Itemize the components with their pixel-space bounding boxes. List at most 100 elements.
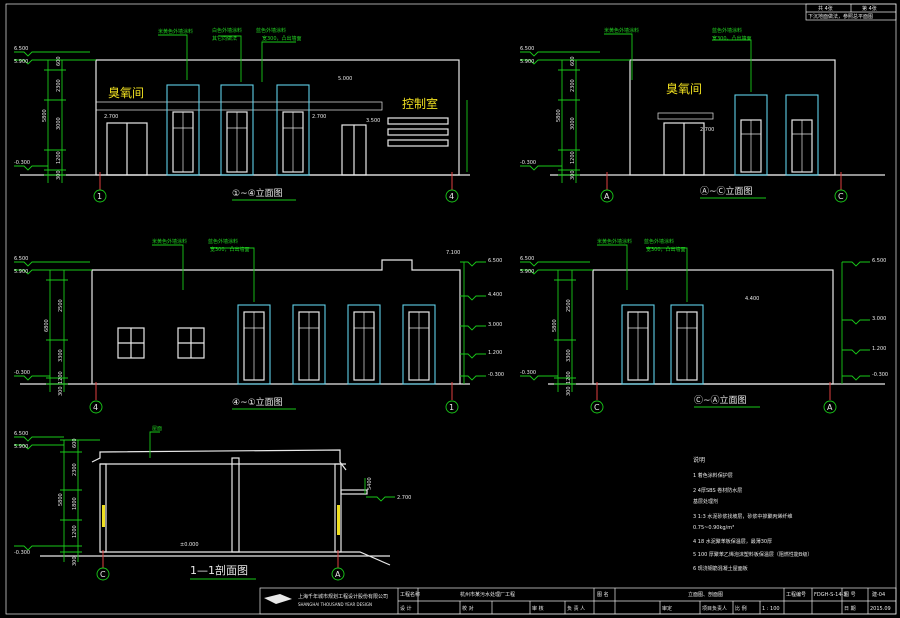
axis-label: C [594,403,600,412]
level-mark: 5.900 [520,59,534,65]
header-cell-1: 共 4张 [818,5,833,12]
drawing-title: Ⓐ~Ⓒ立面图 [700,185,753,197]
axis-label: C [100,570,106,579]
level-mark: 6.500 [488,258,502,264]
title-block: 上海千年城市规划工程设计股份有限公司 SHANGHAI THOUSAND YEA… [259,587,897,615]
level-mark: 2.700 [397,495,411,501]
window-group [734,94,819,176]
level-mark: 3.000 [488,322,502,328]
level-mark: 7.100 [446,250,460,256]
dim-text: 300 [56,170,62,180]
canopy [657,112,714,120]
level-mark: 6.500 [14,431,28,437]
level-mark: -0.300 [488,372,504,378]
level-mark: 6.500 [520,256,534,262]
axis-bubble [93,189,107,203]
building-outline [629,59,836,176]
level-mark: -0.300 [872,372,888,378]
note-label: 米黄色外墙涂料 [597,238,632,245]
dim-text: 5800 [42,109,48,122]
axis-bubble [89,400,103,414]
window-group [166,84,310,176]
room-label: 臭氧间 [108,85,144,100]
tb-cell: 审定 [662,605,672,612]
level-mark: 1.200 [872,346,886,352]
dim-text: 2500 [58,299,64,312]
axis-bubble [96,567,110,581]
level-mark: -0.300 [14,550,30,556]
tb-cell: FDGH-S-14-3 [814,592,847,598]
room-label: 臭氧间 [666,81,702,96]
level-mark: 1.200 [488,350,502,356]
dimension-chain [14,436,395,562]
elevation-1-4: 臭氧间 控制室 米黄色外墙涂料 白色外墙涂料 其它同做法 蓝色外墙涂料 宽300… [14,27,470,203]
tb-cell: 校 对 [462,605,474,612]
axis-bubble [331,567,345,581]
axis-label: A [604,192,610,201]
note-label: 宽300，凸出墙面 [712,35,752,42]
note-item: 6 现浇钢筋混凝土屋面板 [693,565,748,572]
tb-cell: 日 期 [844,606,856,612]
drawing-title: 1—1剖面图 [190,563,248,577]
level-mark: 3.500 [366,118,380,124]
axis-label: A [335,570,341,579]
dim-text: 1200 [72,525,78,538]
axis-label: 1 [97,192,102,201]
dim-text: 5800 [58,493,64,506]
note-item: 2 4厚SBS 卷材防水层 [693,487,742,494]
axis-bubble [834,189,848,203]
dim-text: 2500 [566,299,572,312]
dimension-chain [14,51,468,183]
level-mark: 6.500 [520,46,534,52]
axis-label: C [838,192,844,201]
dim-text: 600 [56,56,62,66]
dim-text: 300 [72,556,78,566]
note-item: 5 100 厚聚苯乙烯泡沫塑料板保温层（阻燃性能B级） [693,551,812,558]
level-mark: ±0.000 [180,542,199,548]
roof-slab [91,449,347,471]
dim-text: 600 [72,438,78,448]
level-mark: -0.300 [14,370,30,376]
level-mark: 3.000 [872,316,886,322]
level-mark: -0.300 [14,160,30,166]
company-name-en: SHANGHAI THOUSAND YEAR DESIGN [298,602,372,607]
elevation-c-a: 米黄色外墙涂料 蓝色外墙涂料 宽300，凸出墙面 6.500 5.900 -0.… [520,238,888,414]
note-item: 0.75~0.90kg/m³ [693,525,734,531]
canopy [95,101,383,111]
level-mark: 4.400 [745,296,759,302]
level-mark: -0.300 [520,370,536,376]
window-group [621,304,704,385]
dim-text: 3000 [56,117,62,130]
axis-bubble [823,400,837,414]
level-mark: 5.900 [520,269,534,275]
axis-label: 4 [93,403,98,412]
level-mark: 5.900 [14,444,28,450]
note-label: 米黄色外墙涂料 [158,28,193,35]
note-label: 屋面 [152,426,162,432]
column [231,457,240,553]
dim-text: 1200 [566,371,572,384]
dim-text: 2300 [570,79,576,92]
notes-heading: 说明 [693,456,705,464]
dimension-chain [14,261,486,392]
tb-cell: 图 号 [844,592,856,598]
tb-cell: 项目负责人 [702,605,727,612]
elevation-a-c: 臭氧间 米黄色外墙涂料 蓝色外墙涂料 宽300，凸出墙面 6.500 5.900… [520,27,885,203]
level-mark: 6.500 [14,256,28,262]
tb-cell: 审 核 [532,605,544,612]
window-group [237,304,436,385]
tb-cell: 比 例 [735,605,747,612]
axis-bubble [445,189,459,203]
axis-label: 1 [449,403,454,412]
tb-cell: 杭州市某污水处理厂工程 [460,591,515,598]
dim-text: 5400 [367,477,373,490]
tb-cell: 设 计 [400,605,412,612]
tb-cell: 1 : 100 [762,606,780,612]
canopy [340,489,368,495]
level-mark: 6.500 [872,258,886,264]
note-label: 蓝色外墙涂料 [256,27,286,34]
company-name-cn: 上海千年城市规划工程设计股份有限公司 [298,593,388,600]
dim-text: 300 [58,386,64,396]
drawing-title: Ⓒ~Ⓐ立面图 [694,394,747,406]
